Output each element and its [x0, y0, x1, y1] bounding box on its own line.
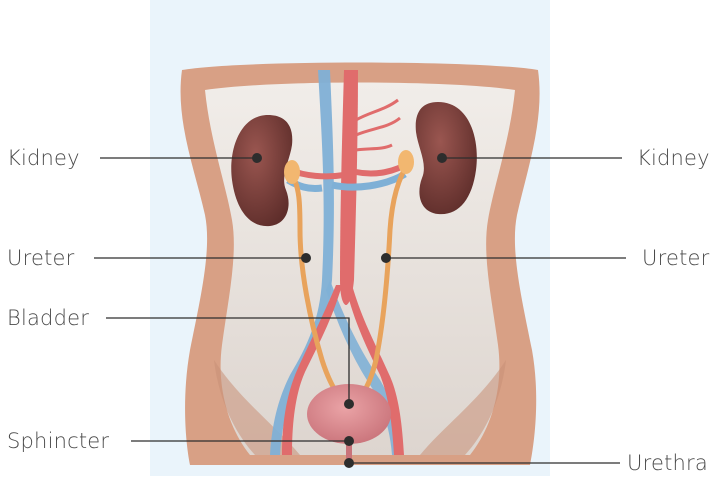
dot-urethra — [344, 458, 354, 468]
label-bladder: Bladder — [7, 306, 89, 330]
label-left-kidney: Kidney — [7, 146, 80, 170]
label-urethra: Urethra — [627, 451, 708, 475]
label-sphincter: Sphincter — [7, 429, 109, 453]
dot-left-ureter — [301, 253, 311, 263]
label-right-kidney: Kidney — [637, 146, 710, 170]
left-renal-pelvis — [284, 160, 300, 184]
label-left-ureter: Ureter — [7, 246, 74, 270]
dot-sphincter — [344, 436, 354, 446]
dot-left-kidney — [252, 153, 262, 163]
dot-bladder — [344, 399, 354, 409]
dot-right-ureter — [381, 253, 391, 263]
dot-right-kidney — [437, 153, 447, 163]
label-right-ureter: Ureter — [642, 246, 709, 270]
right-renal-pelvis — [398, 150, 414, 174]
